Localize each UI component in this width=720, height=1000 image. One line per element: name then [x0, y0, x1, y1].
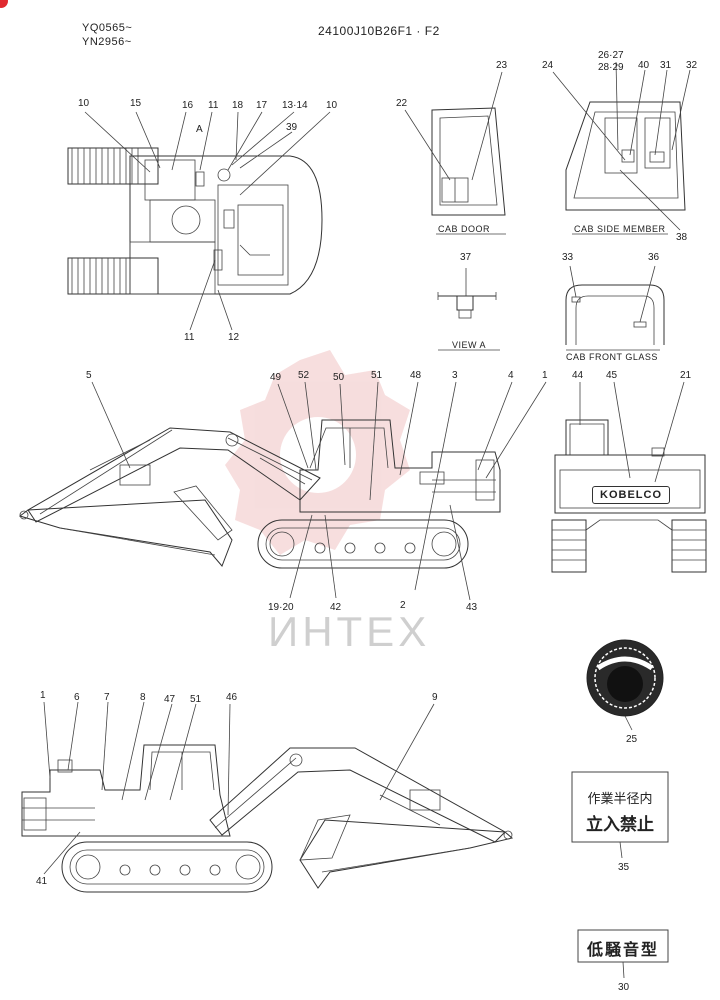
top-view-plan: [67, 147, 323, 295]
callout-number: 49: [270, 372, 282, 383]
callout-number: 11: [208, 100, 219, 111]
serial-range-1: YQ0565~: [82, 22, 133, 34]
callout-number: 48: [410, 370, 422, 381]
callout-number: 46: [226, 692, 238, 703]
callout-number: 52: [298, 370, 310, 381]
serial-range-2: YN2956~: [82, 36, 132, 48]
decal-30-text: 低騒音型: [586, 940, 659, 959]
callout-number: 13·14: [282, 100, 308, 111]
caption-cab-side-member: CAB SIDE MEMBER: [574, 224, 666, 234]
top-view-leaders: [84, 111, 331, 331]
callout-number: 21: [680, 370, 692, 381]
cab-front-glass-drawing: [565, 265, 665, 351]
callout-number: 28·29: [598, 62, 624, 73]
caption-cab-front-glass: CAB FRONT GLASS: [566, 352, 658, 362]
callout-number: 39: [286, 122, 298, 133]
caption-view-a: VIEW A: [452, 340, 487, 350]
callout-number: 6: [74, 692, 80, 703]
callout-number: 33: [562, 252, 574, 263]
excavator-rear-view: [551, 381, 707, 573]
callout-number: 32: [686, 60, 698, 71]
callout-number: 7: [104, 692, 110, 703]
excavator-side-view-left: [21, 744, 514, 893]
callout-number: 2: [400, 600, 406, 611]
callout-number: 24: [542, 60, 554, 71]
cab-door-drawing: [404, 71, 506, 235]
callout-number: 3: [452, 370, 458, 381]
callout-number: 36: [648, 252, 660, 263]
watermark-gear-icon: [225, 350, 410, 555]
decal-35-line-2: 立入禁止: [586, 815, 654, 835]
corner-badge: [0, 0, 8, 8]
callout-number: 11: [184, 332, 195, 343]
callout-number: 8: [140, 692, 146, 703]
cab-side-member-drawing: [552, 61, 691, 235]
caption-cab-door: CAB DOOR: [438, 224, 491, 234]
callout-number: 51: [371, 370, 383, 381]
callout-number: 10: [326, 100, 338, 111]
view-a-marker: A: [196, 124, 203, 135]
callout-number: 50: [333, 372, 345, 383]
side-view-right-leaders: [91, 381, 547, 601]
decal-35-frame: [571, 771, 669, 843]
callout-number: 42: [330, 602, 342, 613]
callout-number: 41: [36, 876, 48, 887]
callout-number: 30: [618, 982, 630, 993]
callout-number: 1: [40, 690, 46, 701]
part-number: 24100J10B26F1 · F2: [318, 24, 440, 38]
watermark-text: ИНТЕХ: [268, 608, 431, 655]
kobelco-brand-plate: KOBELCO: [592, 486, 670, 504]
callout-number: 23: [496, 60, 508, 71]
callout-number: 35: [618, 862, 630, 873]
callout-number: 37: [460, 252, 472, 263]
callout-number: 5: [86, 370, 92, 381]
callout-number: 40: [638, 60, 650, 71]
callout-number: 44: [572, 370, 584, 381]
callout-number: 25: [626, 734, 638, 745]
callout-number: 43: [466, 602, 478, 613]
callout-number: 22: [396, 98, 408, 109]
decal-35-line-1: 作業半径内: [587, 792, 653, 807]
callout-number: 9: [432, 692, 438, 703]
callout-number: 47: [164, 694, 176, 705]
callout-number: 31: [660, 60, 672, 71]
callout-number: 4: [508, 370, 514, 381]
view-a-drawing: [437, 268, 500, 351]
side-view-left-leaders: [43, 701, 435, 875]
callout-number: 51: [190, 694, 202, 705]
callout-number: 12: [228, 332, 240, 343]
callout-number: 38: [676, 232, 688, 243]
callout-number: 10: [78, 98, 90, 109]
callout-number: 1: [542, 370, 548, 381]
callout-number: 26·27: [598, 50, 624, 61]
callout-number: 17: [256, 100, 268, 111]
callout-number: 15: [130, 98, 142, 109]
excavator-side-view-right: [18, 419, 501, 569]
callout-number: 16: [182, 100, 194, 111]
round-emblem-decal-25: [586, 639, 664, 731]
callout-number: 19·20: [268, 602, 294, 613]
callout-number: 18: [232, 100, 244, 111]
callout-number: 45: [606, 370, 618, 381]
